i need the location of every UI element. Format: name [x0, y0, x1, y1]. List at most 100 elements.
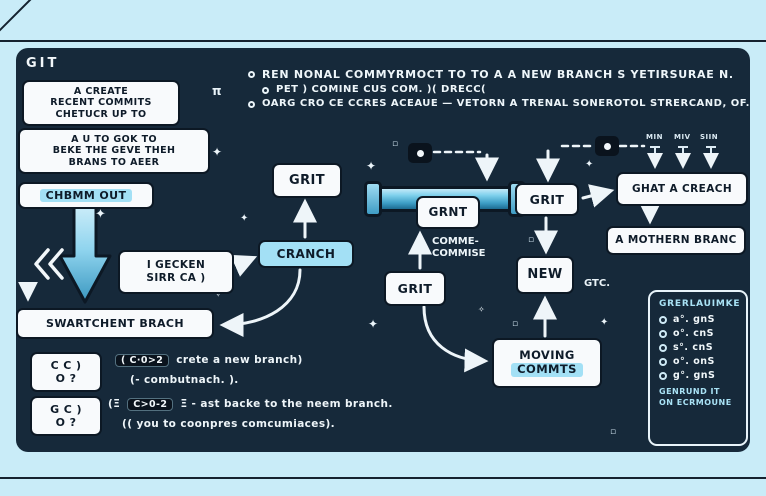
text-line: A U TO GOK TO	[71, 133, 157, 145]
connector-chip-icon	[408, 143, 432, 163]
bullet-icon	[659, 357, 667, 366]
legend-footer: GENRUND IT ON ECRMOUNE	[659, 387, 737, 409]
legend-item: s°. cnS	[659, 342, 737, 353]
pi-symbol: π	[212, 84, 222, 98]
text-line: I GECKEN	[146, 259, 206, 272]
note-text: OARG CRO CE CCRES ACEAUE — VETORN A TREN…	[262, 98, 750, 109]
gtc-annotation: GTC.	[584, 278, 610, 289]
note-text: (( you to coonpres comcumiaces).	[122, 418, 336, 430]
bullet-icon	[248, 101, 255, 108]
pipe-ring-left	[364, 181, 382, 217]
node-grit-mid: GRIT	[384, 271, 446, 306]
bullet-icon	[659, 371, 667, 380]
legend-text: g°. gnS	[673, 370, 716, 381]
command-chip-2: G C ) O ?	[30, 396, 102, 436]
note-item: OARG CRO CE CCRES ACEAUE — VETORN A TREN…	[248, 98, 750, 109]
bullet-icon	[659, 315, 667, 324]
highlighted-label: COMMTS	[511, 362, 583, 377]
sparkle-icon: ✦	[600, 317, 609, 328]
legend-text: a°. gnS	[673, 314, 715, 325]
node-moving-commits: MOVING COMMTS	[492, 338, 602, 388]
arrow-gecken-to-cranch	[230, 254, 258, 277]
arrow-cranch-to-switch	[219, 268, 302, 337]
text-line: MOVING	[519, 348, 575, 363]
top-rule	[0, 40, 766, 42]
sparkle-icon: ✦	[368, 317, 379, 331]
text-line: GRIT	[289, 172, 325, 188]
bottom-note-line-1: ( C·0>2 crete a new branch)	[112, 354, 303, 367]
bullet-icon	[659, 343, 667, 352]
text-line: COMME-	[432, 236, 479, 247]
square-icon: ▫	[392, 139, 399, 149]
legend-title: GRERLAUIMKE	[659, 299, 741, 309]
commit-annotation: COMME- COMMISE	[432, 236, 486, 259]
text-line: GHAT A CREACH	[631, 182, 733, 195]
text-line: GENRUND IT	[659, 387, 720, 396]
arrow-grit-to-moving	[422, 305, 489, 373]
node-gecken: I GECKEN SIRR CA )	[118, 250, 234, 294]
square-icon: ▫	[610, 427, 617, 437]
node-grit-left: GRIT	[272, 163, 342, 198]
highlighted-label: CHBMM OUT	[39, 188, 133, 203]
command-badge: C>0-2	[127, 398, 174, 411]
git-logo: GIT	[26, 56, 60, 71]
tick-label: MIV	[674, 133, 691, 141]
text-line: CHETUCR UP TO	[55, 108, 147, 120]
text-line: GRNT	[428, 205, 468, 220]
node-goto-branch: A U TO GOK TO BEKE THE GEVE THEH BRANS T…	[18, 128, 210, 174]
legend-item: a°. gnS	[659, 314, 737, 325]
text-line: SIRR CA )	[146, 272, 206, 284]
bottom-note-line-1b: (- combutnach. ).	[130, 374, 239, 386]
text-line: CRANCH	[276, 246, 336, 261]
connector-layer	[18, 144, 719, 373]
square-icon: ▫	[528, 235, 535, 245]
legend-item: o°. onS	[659, 356, 737, 367]
corner-line	[0, 0, 40, 36]
note-text: (Ξ	[108, 398, 121, 410]
legend-item: g°. gnS	[659, 370, 737, 381]
connector-chip-icon	[595, 136, 619, 156]
square-icon: ▫	[512, 319, 519, 329]
node-mother-branch: A MOTHERN BRANC	[606, 226, 746, 255]
bullet-icon	[659, 329, 667, 338]
text-line: ON ECRMOUNE	[659, 397, 732, 407]
sparkle-icon: ✦	[366, 159, 377, 173]
legend-text: o°. cnS	[673, 328, 714, 339]
node-new: NEW	[516, 256, 574, 294]
bottom-note-line-2: (Ξ C>0-2 Ξ - ast backe to the neem branc…	[108, 398, 393, 411]
note-text: REN NONAL COMMYRMOCT TO TO A A NEW BRANC…	[262, 68, 734, 81]
text-line: SWARTCHENT BRACH	[46, 316, 184, 330]
diagram-panel: GIT π REN NONAL COMMYRMOCT TO TO A A NEW…	[16, 48, 750, 452]
bottom-note-line-2b: (( you to coonpres comcumiaces).	[122, 418, 335, 430]
bullet-icon	[262, 87, 269, 94]
text-line: A MOTHERN BRANC	[615, 234, 737, 247]
sparkle-icon: ✦	[95, 207, 106, 222]
bottom-rule	[0, 477, 766, 479]
legend-panel: GRERLAUIMKE a°. gnS o°. cnS s°. cnS o°. …	[648, 290, 748, 446]
legend-text: s°. cnS	[673, 342, 714, 353]
note-item: REN NONAL COMMYRMOCT TO TO A A NEW BRANC…	[248, 68, 750, 81]
text-line: G C )	[50, 402, 82, 416]
legend-text: o°. onS	[673, 356, 715, 367]
text-line: NEW	[527, 267, 563, 283]
note-text: PET ) COMINE CUS COM. )( DRECC(	[276, 84, 487, 95]
text-line: BRANS TO AEER	[68, 156, 160, 168]
text-line: O ?	[55, 416, 77, 429]
text-line: BEKE THE GEVE THEH	[52, 145, 176, 157]
sparkle-icon: ✧	[478, 305, 485, 314]
node-grit-right: GRIT	[515, 183, 579, 216]
node-switch-branch: SWARTCHENT BRACH	[16, 308, 214, 339]
text-line: GRIT	[397, 281, 433, 296]
sparkle-icon: ✦	[585, 159, 594, 170]
note-text: crete a new branch)	[176, 354, 303, 366]
note-text: (- combutnach. ).	[130, 374, 239, 386]
tick-label: SIIN	[700, 133, 719, 141]
text-line: GRIT	[529, 192, 565, 207]
text-line: O ?	[55, 372, 77, 385]
node-checkout: CHBMM OUT	[18, 182, 154, 209]
note-text: Ξ - ast backe to the neem branch.	[180, 398, 393, 410]
arrow-grit-to-ghat	[581, 184, 615, 208]
text-line: A CREATE	[73, 85, 129, 97]
notes-list: REN NONAL COMMYRMOCT TO TO A A NEW BRANC…	[248, 68, 750, 112]
